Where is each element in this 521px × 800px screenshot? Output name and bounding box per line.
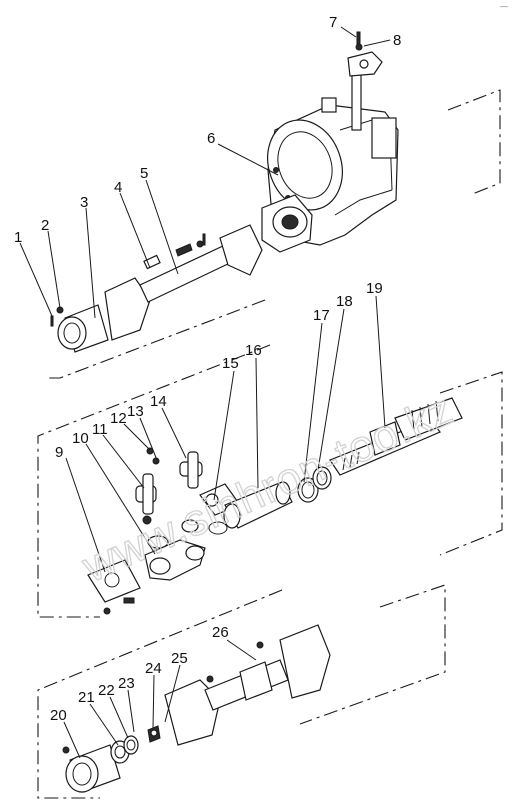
flange-3 xyxy=(50,304,109,353)
callout-8: 8 xyxy=(393,32,401,49)
cross-11 xyxy=(135,473,199,533)
sleeve-16 xyxy=(223,481,293,529)
callout-25: 25 xyxy=(171,650,188,667)
callout-11: 11 xyxy=(92,421,108,438)
callout-16: 16 xyxy=(245,342,262,359)
callout-1: 1 xyxy=(14,229,22,246)
callout-9: 9 xyxy=(55,444,63,461)
washers-21-23 xyxy=(110,735,139,764)
cardan-shaft-26 xyxy=(164,624,331,746)
callout-6: 6 xyxy=(207,130,215,147)
flange-20 xyxy=(62,744,121,793)
callout-19: 19 xyxy=(366,280,383,297)
callout-15: 15 xyxy=(222,355,239,372)
callout-18: 18 xyxy=(336,293,353,310)
ring-17 xyxy=(297,477,319,503)
cross-12-13 xyxy=(146,447,203,489)
shift-lever xyxy=(347,31,383,131)
ring-18 xyxy=(312,466,332,490)
callout-10: 10 xyxy=(72,430,89,447)
callout-13: 13 xyxy=(127,403,144,420)
nut-24-25 xyxy=(147,725,161,743)
group-bracket-top xyxy=(47,89,501,379)
callout-4: 4 xyxy=(114,179,122,196)
callout-20: 20 xyxy=(50,707,67,724)
yoke-10 xyxy=(144,535,206,581)
callout-23: 23 xyxy=(118,675,135,692)
group-bracket-bottom xyxy=(37,584,446,799)
callout-7: 7 xyxy=(329,14,337,31)
callout-2: 2 xyxy=(41,217,49,234)
callout-21: 21 xyxy=(78,689,95,706)
callout-5: 5 xyxy=(140,165,148,182)
callout-17: 17 xyxy=(313,307,330,324)
spline-shaft-19 xyxy=(329,397,463,476)
callout-12: 12 xyxy=(110,410,127,427)
callout-14: 14 xyxy=(150,393,167,410)
callout-3: 3 xyxy=(80,194,88,211)
leader-lines xyxy=(19,26,391,759)
group-bracket-middle xyxy=(37,344,503,618)
flange-9 xyxy=(87,559,141,615)
callout-22: 22 xyxy=(98,682,115,699)
cardan-shaft-5 xyxy=(104,224,263,341)
corner-mark: — xyxy=(500,2,508,11)
callout-26: 26 xyxy=(212,624,229,641)
callout-24: 24 xyxy=(145,660,162,677)
output-flange xyxy=(261,194,313,253)
